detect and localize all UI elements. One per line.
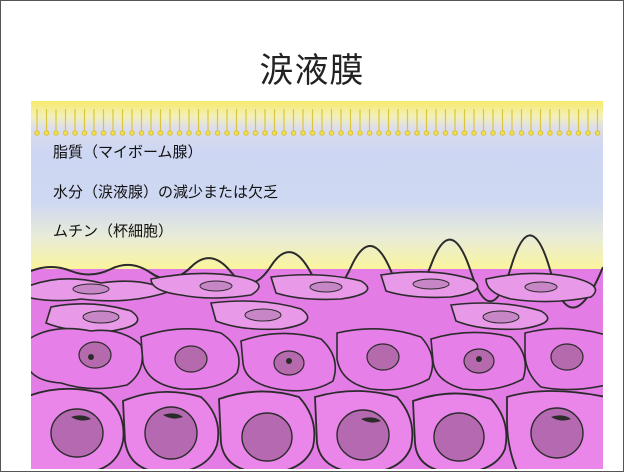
aqueous-layer-label: 水分（涙液腺）の減少または欠乏 [53, 183, 279, 201]
epithelium-illustration-icon [31, 101, 603, 469]
mucin-layer-label: ムチン（杯細胞） [53, 222, 174, 240]
slide-title: 涙液膜 [259, 51, 365, 91]
tear-film-illustration [31, 101, 603, 469]
lipid-layer-label: 脂質（マイボーム腺） [53, 143, 203, 161]
